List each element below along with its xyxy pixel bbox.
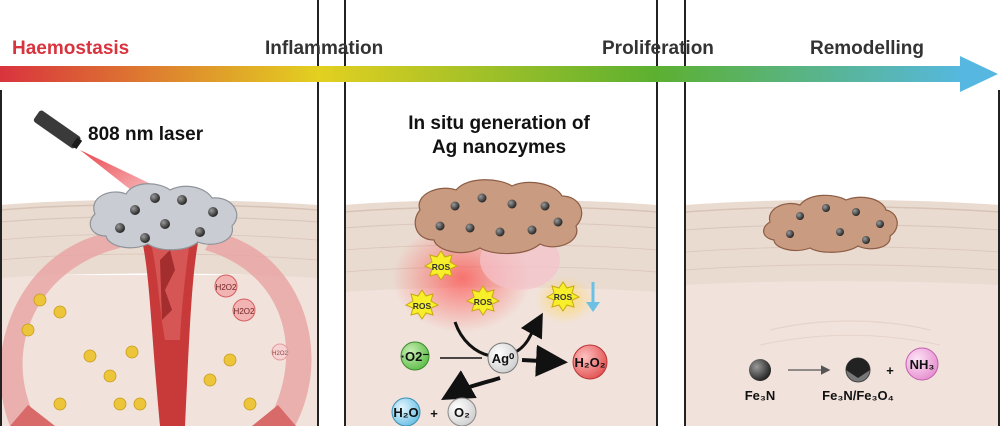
timeline-arrow	[0, 56, 998, 92]
h2o2-molecule	[572, 344, 608, 380]
crust-beads	[786, 204, 884, 244]
wound-crust	[414, 179, 583, 255]
silver-label: Ag⁰	[492, 351, 515, 366]
oxygen-label: O₂	[454, 405, 470, 420]
laser-label: 808 nm laser	[88, 124, 204, 145]
phase-inflammation: Inflammation	[265, 38, 383, 59]
h2o2-label: H2O2	[272, 351, 288, 357]
ammonia-molecule	[905, 347, 939, 381]
fe3n-label: Fe₃N	[745, 388, 776, 403]
reaction-arrow	[521, 344, 568, 377]
fe3n-particle	[749, 359, 771, 381]
h2o2-bubbles: H2O2 H2O2 H2O2	[214, 274, 289, 361]
h2o2-product-label: H₂O₂	[574, 355, 605, 370]
phase-remodelling: Remodelling	[810, 38, 924, 59]
decrease-arrow-icon	[586, 282, 600, 312]
ros-label: ROS	[554, 292, 573, 302]
crust-beads	[435, 193, 563, 237]
ros-label: ROS	[474, 297, 493, 307]
phase-proliferation: Proliferation	[602, 38, 714, 59]
h2o2-label: H2O2	[216, 283, 237, 292]
h2o2-label: H2O2	[234, 307, 255, 316]
ros-burst: ROS	[465, 285, 501, 316]
ros-burst: ROS	[545, 281, 581, 312]
ammonia-label: NH₃	[910, 357, 935, 372]
silver-nanozyme	[487, 342, 519, 374]
phase-haemostasis: Haemostasis	[12, 38, 129, 59]
nanoparticle-beads	[115, 193, 218, 243]
superoxide-molecule	[400, 341, 430, 371]
ros-burst: ROS	[404, 289, 440, 320]
panel2-title-line1: In situ generation of	[408, 113, 590, 134]
fe3n-fe3o4-particle	[845, 357, 871, 383]
panel2-title-line2: Ag nanozymes	[432, 137, 566, 158]
plus-sign: +	[886, 363, 894, 378]
laser-device-icon	[33, 110, 83, 150]
superoxide-label: ·O2⁻	[401, 349, 430, 364]
ros-burst: ROS	[423, 250, 459, 281]
ros-label: ROS	[432, 262, 451, 272]
water-label: H₂O	[393, 405, 418, 420]
ros-label: ROS	[413, 301, 432, 311]
composite-label: Fe₃N/Fe₃O₄	[822, 388, 894, 403]
plus-sign: +	[430, 406, 438, 421]
yellow-granules	[21, 293, 257, 411]
reaction-arrow	[441, 370, 501, 400]
